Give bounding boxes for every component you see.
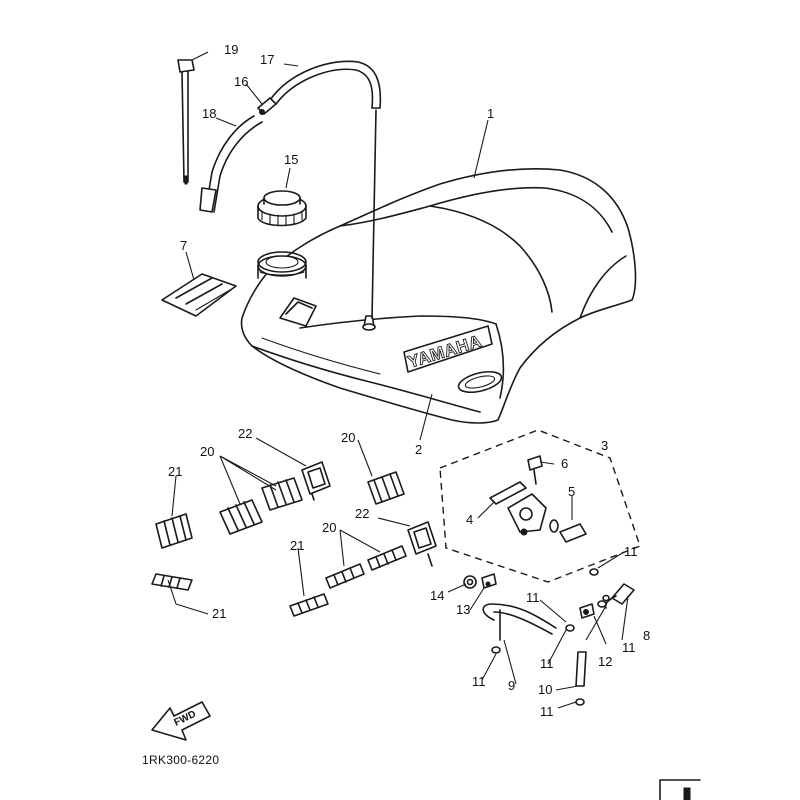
callout-20c: 20 (322, 520, 336, 535)
tank-damper-7 (161, 273, 237, 317)
callout-labels: 1 2 3 4 5 6 7 8 9 10 11 11 11 11 11 11 1… (168, 42, 650, 719)
damper-20e (367, 545, 407, 571)
pipe-10 (575, 651, 587, 687)
callout-14: 14 (430, 588, 444, 603)
washer-14 (463, 575, 477, 589)
filler-cap (257, 190, 307, 227)
damper-20c (367, 471, 405, 505)
damper-21c (289, 593, 329, 617)
breather-hose (199, 115, 263, 213)
cable-tie (177, 59, 195, 185)
screw-6 (527, 455, 543, 485)
callout-11f: 11 (540, 704, 554, 719)
callout-16: 16 (234, 74, 248, 89)
damper-20a (219, 499, 263, 535)
callout-11d: 11 (622, 640, 636, 655)
damper-20d (325, 563, 365, 589)
callout-20b: 20 (341, 430, 355, 445)
band-22a (301, 461, 331, 501)
forward-direction-arrow: FWD (151, 701, 211, 741)
frame-corner-mark (683, 787, 691, 800)
fuel-tank: YAMAHA (240, 168, 637, 424)
frame-corner (659, 779, 701, 800)
part-code: 1RK300-6220 (142, 753, 219, 767)
fuel-cock-body (507, 493, 547, 536)
breather-pipe (257, 97, 277, 115)
damper-20b (261, 477, 303, 511)
callout-19: 19 (224, 42, 238, 57)
clip-12 (579, 603, 595, 619)
callout-11c: 11 (540, 656, 554, 671)
leader-lines (167, 51, 629, 709)
clips-11 (491, 568, 610, 706)
callout-5: 5 (568, 484, 575, 499)
callout-13: 13 (456, 602, 470, 617)
callout-20a: 20 (200, 444, 214, 459)
rear-mount-tab (279, 297, 317, 327)
vent-hose (269, 60, 382, 319)
callout-11b: 11 (526, 590, 540, 605)
callout-3: 3 (601, 438, 608, 453)
callout-12: 12 (598, 654, 612, 669)
callout-21c: 21 (212, 606, 226, 621)
vent-fitting (362, 315, 376, 331)
fuel-cock-assembly-box (439, 429, 641, 583)
filler-neck (257, 251, 307, 279)
callout-21a: 21 (168, 464, 182, 479)
callout-2: 2 (415, 442, 422, 457)
callout-18: 18 (202, 106, 216, 121)
callout-10: 10 (538, 682, 552, 697)
callout-7: 7 (180, 238, 187, 253)
callout-9: 9 (508, 678, 515, 693)
bolt-13 (481, 573, 497, 589)
fuel-hose-9 (482, 603, 557, 641)
damper-21b (151, 573, 193, 591)
fuel-cock-lever-5 (549, 519, 587, 543)
callout-22b: 22 (355, 506, 369, 521)
callout-21b: 21 (290, 538, 304, 553)
callout-1: 1 (487, 106, 494, 121)
callout-6: 6 (561, 456, 568, 471)
joint-8 (604, 583, 635, 609)
callout-11e: 11 (472, 674, 486, 689)
band-22b (407, 521, 437, 567)
damper-21a (155, 513, 193, 549)
callout-22a: 22 (238, 426, 252, 441)
callout-11a: 11 (624, 544, 638, 559)
callout-8: 8 (643, 628, 650, 643)
callout-15: 15 (284, 152, 298, 167)
callout-17: 17 (260, 52, 274, 67)
callout-4: 4 (466, 512, 473, 527)
